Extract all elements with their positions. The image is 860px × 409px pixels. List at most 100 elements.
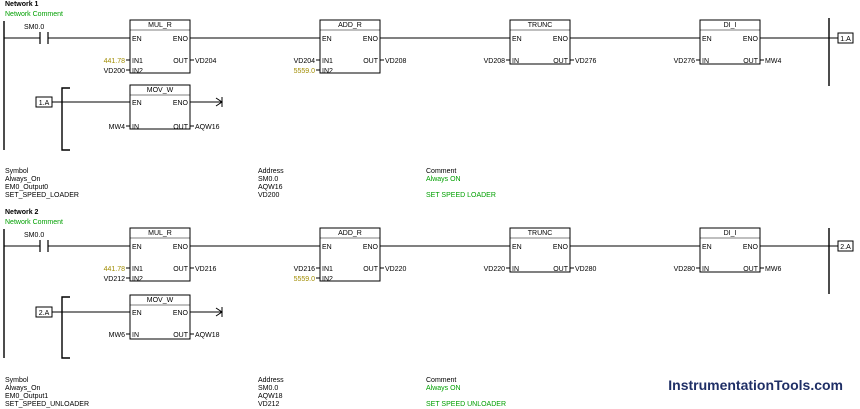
branch-rung: 1.A MOV_W EN ENO IN OUT MW4 AQW16 xyxy=(35,84,223,151)
address-header: Address xyxy=(258,168,284,175)
contact-label: SM0.0 xyxy=(24,232,44,239)
symbol-header: Symbol xyxy=(5,377,29,384)
symbol-cell: Always_On xyxy=(5,385,41,392)
in-value: MW4 xyxy=(109,124,125,131)
en-pin: EN xyxy=(322,244,332,251)
in1-value: VD216 xyxy=(294,266,316,273)
in1-pin: IN1 xyxy=(132,58,143,65)
connector-in-label: 2.A xyxy=(39,310,50,317)
eno-pin: ENO xyxy=(743,36,759,43)
connector-in-label: 1.A xyxy=(39,100,50,107)
symbol-cell: EM0_Output1 xyxy=(5,393,48,400)
in-value: MW6 xyxy=(109,332,125,339)
mul-r-block: MUL_R EN ENO IN1 IN2 OUT 441.78 VD212 VD… xyxy=(104,227,217,283)
in2-pin: IN2 xyxy=(322,276,333,283)
in1-pin: IN1 xyxy=(322,266,333,273)
out-value: VD216 xyxy=(195,266,217,273)
en-pin: EN xyxy=(132,310,142,317)
in-value: VD276 xyxy=(674,58,696,65)
block-title: ADD_R xyxy=(338,22,362,29)
block-title: MUL_R xyxy=(148,230,172,237)
mul-r-block: MUL_R EN ENO IN1 IN2 OUT 441.78 VD200 VD… xyxy=(104,19,217,75)
out-pin: OUT xyxy=(363,266,379,273)
eno-pin: ENO xyxy=(363,244,379,251)
in1-pin: IN1 xyxy=(132,266,143,273)
block-title: DI_I xyxy=(724,230,737,237)
in2-pin: IN2 xyxy=(132,276,143,283)
out-pin: OUT xyxy=(173,124,189,131)
in2-value: VD212 xyxy=(104,276,126,283)
comment-cell: SET SPEED UNLOADER xyxy=(426,401,506,408)
comment-header: Comment xyxy=(426,168,456,175)
address-cell: VD212 xyxy=(258,401,280,408)
watermark: InstrumentationTools.com xyxy=(668,377,843,393)
trunc-block: TRUNC EN ENO IN OUT VD220 VD280 xyxy=(484,227,597,273)
in-value: VD208 xyxy=(484,58,506,65)
out-value: MW4 xyxy=(765,58,781,65)
out-pin: OUT xyxy=(553,266,569,273)
address-cell: AQW16 xyxy=(258,184,283,191)
address-cell: SM0.0 xyxy=(258,176,278,183)
connector-label: 1.A xyxy=(840,36,851,43)
network-2: Network 2 Network Comment SM0.0 MUL_R EN… xyxy=(3,209,854,408)
block-title: ADD_R xyxy=(338,230,362,237)
in2-value: 5559.0 xyxy=(294,68,316,75)
out-value: VD280 xyxy=(575,266,597,273)
en-pin: EN xyxy=(322,36,332,43)
address-header: Address xyxy=(258,377,284,384)
in-pin: IN xyxy=(702,58,709,65)
eno-pin: ENO xyxy=(363,36,379,43)
mov-w-block: MOV_W EN ENO IN OUT MW4 AQW16 xyxy=(109,84,220,131)
comment-cell: Always ON xyxy=(426,385,461,392)
comment-cell: Always ON xyxy=(426,176,461,183)
symbol-cell: Always_On xyxy=(5,176,41,183)
in1-value: 441.78 xyxy=(104,58,126,65)
in-pin: IN xyxy=(132,124,139,131)
symbol-table: Symbol Address Comment Always_On SM0.0 A… xyxy=(5,168,496,199)
out-pin: OUT xyxy=(363,58,379,65)
block-title: DI_I xyxy=(724,22,737,29)
network-comment: Network Comment xyxy=(5,11,63,18)
out-pin: OUT xyxy=(173,266,189,273)
eno-pin: ENO xyxy=(553,244,569,251)
eno-pin: ENO xyxy=(553,36,569,43)
out-value: MW6 xyxy=(765,266,781,273)
network-title: Network 1 xyxy=(5,1,39,8)
connector-label: 2.A xyxy=(840,244,851,251)
en-pin: EN xyxy=(702,244,712,251)
di-i-block: DI_I EN ENO IN OUT VD276 MW4 xyxy=(674,19,781,65)
di-i-block: DI_I EN ENO IN OUT VD280 MW6 xyxy=(674,227,781,273)
out-pin: OUT xyxy=(553,58,569,65)
branch-rung: 2.A MOV_W EN ENO IN OUT MW6 AQW18 xyxy=(35,294,223,359)
in2-pin: IN2 xyxy=(322,68,333,75)
block-title: TRUNC xyxy=(528,22,553,29)
in-pin: IN xyxy=(512,58,519,65)
in2-value: 5559.0 xyxy=(294,276,316,283)
in-value: VD220 xyxy=(484,266,506,273)
in2-pin: IN2 xyxy=(132,68,143,75)
symbol-cell: SET_SPEED_UNLOADER xyxy=(5,401,89,408)
out-pin: OUT xyxy=(173,332,189,339)
network-title: Network 2 xyxy=(5,209,39,216)
block-title: MOV_W xyxy=(147,87,174,94)
out-value: AQW18 xyxy=(195,332,220,339)
in1-value: VD204 xyxy=(294,58,316,65)
en-pin: EN xyxy=(512,36,522,43)
eno-pin: ENO xyxy=(743,244,759,251)
add-r-block: ADD_R EN ENO IN1 IN2 OUT VD204 5559.0 VD… xyxy=(294,19,407,75)
mov-w-block: MOV_W EN ENO IN OUT MW6 AQW18 xyxy=(109,294,220,340)
address-cell: VD200 xyxy=(258,192,280,199)
out-pin: OUT xyxy=(743,58,759,65)
en-pin: EN xyxy=(132,244,142,251)
comment-cell: SET SPEED LOADER xyxy=(426,192,496,199)
en-pin: EN xyxy=(132,100,142,107)
network-comment: Network Comment xyxy=(5,219,63,226)
out-value: VD220 xyxy=(385,266,407,273)
block-title: MUL_R xyxy=(148,22,172,29)
out-pin: OUT xyxy=(173,58,189,65)
network-1: Network 1 Network Comment SM0.0 MUL_R EN… xyxy=(3,1,854,199)
eno-pin: ENO xyxy=(173,100,189,107)
add-r-block: ADD_R EN ENO IN1 IN2 OUT VD216 5559.0 VD… xyxy=(294,227,407,283)
contact-sm0-0: SM0.0 xyxy=(24,24,49,44)
